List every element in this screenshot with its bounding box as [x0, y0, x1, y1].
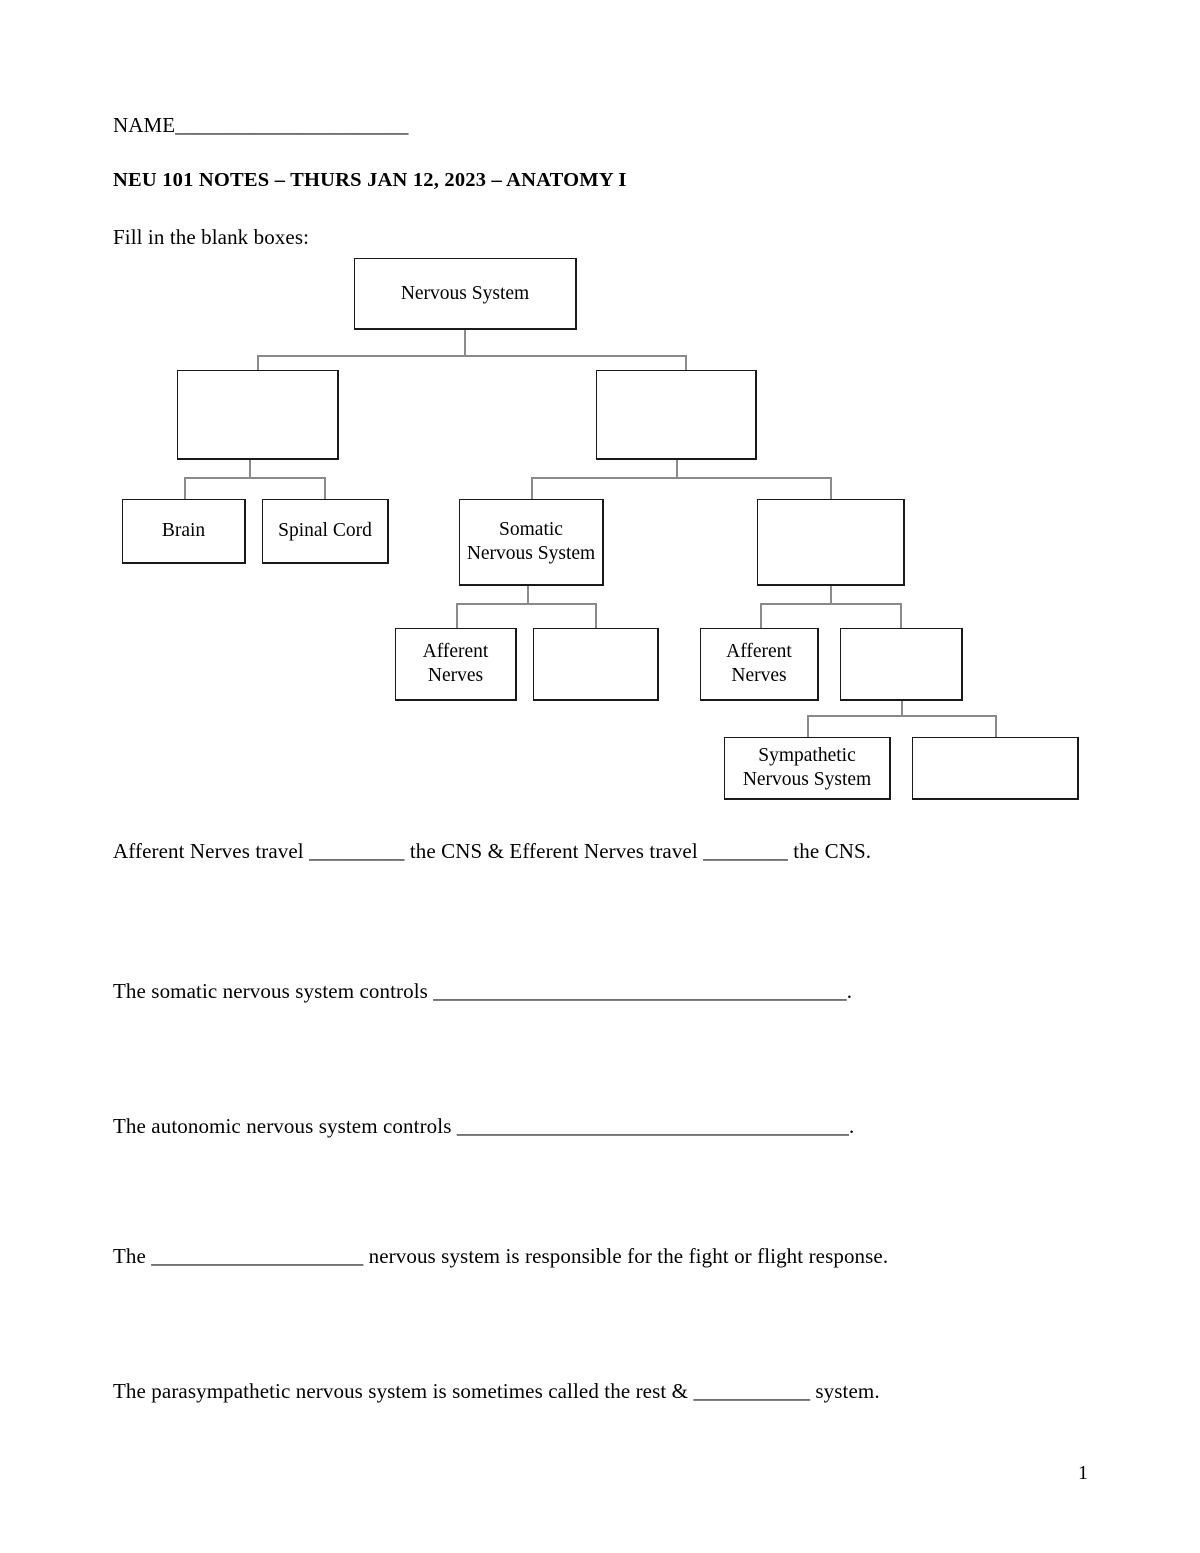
node-somatic-nervous-system[interactable]: Somatic Nervous System: [459, 499, 604, 586]
connector-to-parasympathetic: [995, 715, 997, 737]
connector-efferent-stem: [901, 701, 903, 716]
connector-cns-bus: [184, 477, 325, 479]
connector-root-stem: [464, 330, 466, 356]
connector-root-bus: [257, 355, 686, 357]
node-autonomic-afferent-nerves[interactable]: Afferent Nerves: [700, 628, 819, 701]
connector-to-spinal-cord: [324, 477, 326, 499]
node-autonomic-efferent-nerves-label: [897, 664, 905, 665]
node-parasympathetic-nervous-system[interactable]: [912, 737, 1079, 800]
question-afferent-efferent-direction[interactable]: Afferent Nerves travel _________ the CNS…: [113, 839, 872, 863]
question-fight-or-flight[interactable]: The ____________________ nervous system …: [113, 1244, 889, 1268]
node-autonomic-afferent-nerves-label: Afferent Nerves: [726, 641, 792, 686]
connector-to-somatic-afferent: [456, 603, 458, 629]
connector-to-somatic: [531, 477, 533, 499]
node-somatic-efferent-nerves[interactable]: [533, 628, 659, 701]
node-somatic-afferent-nerves-label: Afferent Nerves: [422, 641, 489, 686]
node-parasympathetic-nervous-system-label: [991, 768, 999, 769]
connector-cns-stem: [249, 460, 251, 478]
connector-to-autonomic-efferent: [900, 603, 902, 629]
connector-efferent-bus: [807, 715, 996, 717]
connector-to-brain: [184, 477, 186, 499]
node-somatic-efferent-nerves-label: [592, 664, 600, 665]
node-somatic-afferent-nerves[interactable]: Afferent Nerves: [395, 628, 517, 701]
connector-somatic-bus: [456, 603, 596, 605]
node-brain[interactable]: Brain: [122, 499, 246, 564]
connector-pns-bus: [531, 477, 831, 479]
node-central-nervous-system-label: [254, 414, 262, 415]
node-nervous-system[interactable]: Nervous System: [354, 258, 577, 330]
connector-autonomic-stem: [830, 586, 832, 604]
page-number: 1: [1078, 1462, 1088, 1484]
node-somatic-nervous-system-label: Somatic Nervous System: [466, 519, 596, 564]
question-autonomic-controls[interactable]: The autonomic nervous system controls __…: [113, 1114, 855, 1138]
connector-autonomic-bus: [760, 603, 901, 605]
question-somatic-controls[interactable]: The somatic nervous system controls ____…: [113, 979, 853, 1003]
connector-to-pns: [685, 355, 687, 371]
connector-somatic-stem: [527, 586, 529, 604]
node-peripheral-nervous-system[interactable]: [596, 370, 757, 460]
connector-to-cns: [257, 355, 259, 371]
connector-pns-stem: [676, 460, 678, 478]
page-title: NEU 101 NOTES – THURS JAN 12, 2023 – ANA…: [113, 169, 627, 191]
node-spinal-cord-label: Spinal Cord: [278, 520, 372, 542]
node-peripheral-nervous-system-label: [672, 414, 680, 415]
connector-to-somatic-efferent: [595, 603, 597, 629]
connector-to-autonomic: [830, 477, 832, 499]
name-field-line[interactable]: NAME______________________: [113, 113, 409, 137]
node-autonomic-efferent-nerves[interactable]: [840, 628, 963, 701]
question-rest-and-digest[interactable]: The parasympathetic nervous system is so…: [113, 1379, 880, 1403]
instruction-text: Fill in the blank boxes:: [113, 225, 310, 249]
node-autonomic-nervous-system[interactable]: [757, 499, 905, 586]
connector-to-sympathetic: [807, 715, 809, 737]
node-nervous-system-label: Nervous System: [400, 282, 530, 304]
node-sympathetic-nervous-system[interactable]: Sympathetic Nervous System: [724, 737, 891, 800]
node-autonomic-nervous-system-label: [827, 542, 835, 543]
node-spinal-cord[interactable]: Spinal Cord: [262, 499, 389, 564]
node-brain-label: Brain: [161, 520, 206, 542]
connector-to-autonomic-afferent: [760, 603, 762, 629]
node-sympathetic-nervous-system-label: Sympathetic Nervous System: [742, 745, 872, 790]
node-central-nervous-system[interactable]: [177, 370, 339, 460]
